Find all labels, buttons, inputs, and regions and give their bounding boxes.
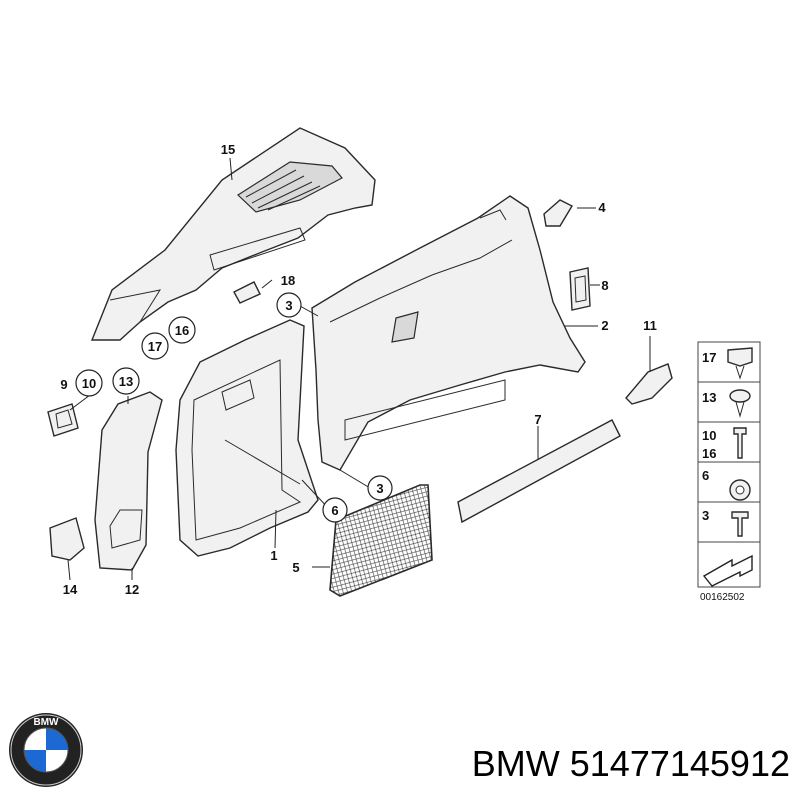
- callout-9: 9: [60, 377, 67, 392]
- callout-10: 10: [82, 376, 96, 391]
- callout-16: 16: [175, 323, 189, 338]
- callout-4: 4: [598, 200, 606, 215]
- part-number-caption: BMW 51477145912: [471, 743, 790, 784]
- part-18-clip: [233, 281, 261, 304]
- bmw-logo-letters: BMW: [34, 717, 60, 728]
- callout-14: 14: [63, 582, 78, 597]
- part-2-side-panel: [311, 195, 586, 471]
- legend-item-6: 6: [702, 468, 709, 483]
- callout-11: 11: [643, 318, 657, 333]
- callout-5: 5: [292, 560, 299, 575]
- callout-15: 15: [221, 142, 235, 157]
- callout-2: 2: [601, 318, 608, 333]
- legend-item-13: 13: [702, 390, 716, 405]
- callout-13: 13: [119, 374, 133, 389]
- legend-item-10: 10: [702, 428, 716, 443]
- callout-17: 17: [148, 339, 162, 354]
- legend-diagram-code: 00162502: [700, 592, 745, 603]
- fastener-legend: 17 13 10 16 6 3 00162502: [697, 341, 761, 603]
- part-1-lower-panel: [175, 319, 319, 557]
- part-4-cap: [543, 199, 573, 227]
- callout-3-bottom: 3: [376, 481, 383, 496]
- legend-item-3: 3: [702, 508, 709, 523]
- legend-item-17: 17: [702, 350, 716, 365]
- callout-6: 6: [331, 503, 338, 518]
- callout-labels: 15 18 4 8 2 11 7 1 5 9 12 14 3 3 6 16 17…: [60, 142, 656, 597]
- callout-8: 8: [601, 278, 608, 293]
- part-14-cover: [49, 517, 85, 561]
- callout-1: 1: [270, 548, 277, 563]
- callout-12: 12: [125, 582, 139, 597]
- part-15-upper-trim: [90, 127, 376, 341]
- part-8-vent: [569, 267, 591, 311]
- part-11-lamp: [625, 363, 673, 405]
- callout-7: 7: [534, 412, 541, 427]
- bmw-logo: BMW: [9, 713, 83, 787]
- callout-3-top: 3: [285, 298, 292, 313]
- part-7-strip: [457, 419, 621, 524]
- callout-18: 18: [281, 273, 295, 288]
- legend-item-16: 16: [702, 446, 716, 461]
- part-9-bracket: [47, 403, 79, 437]
- part-5-cargo-net: [329, 484, 433, 597]
- part-12-pillar-trim: [94, 391, 163, 571]
